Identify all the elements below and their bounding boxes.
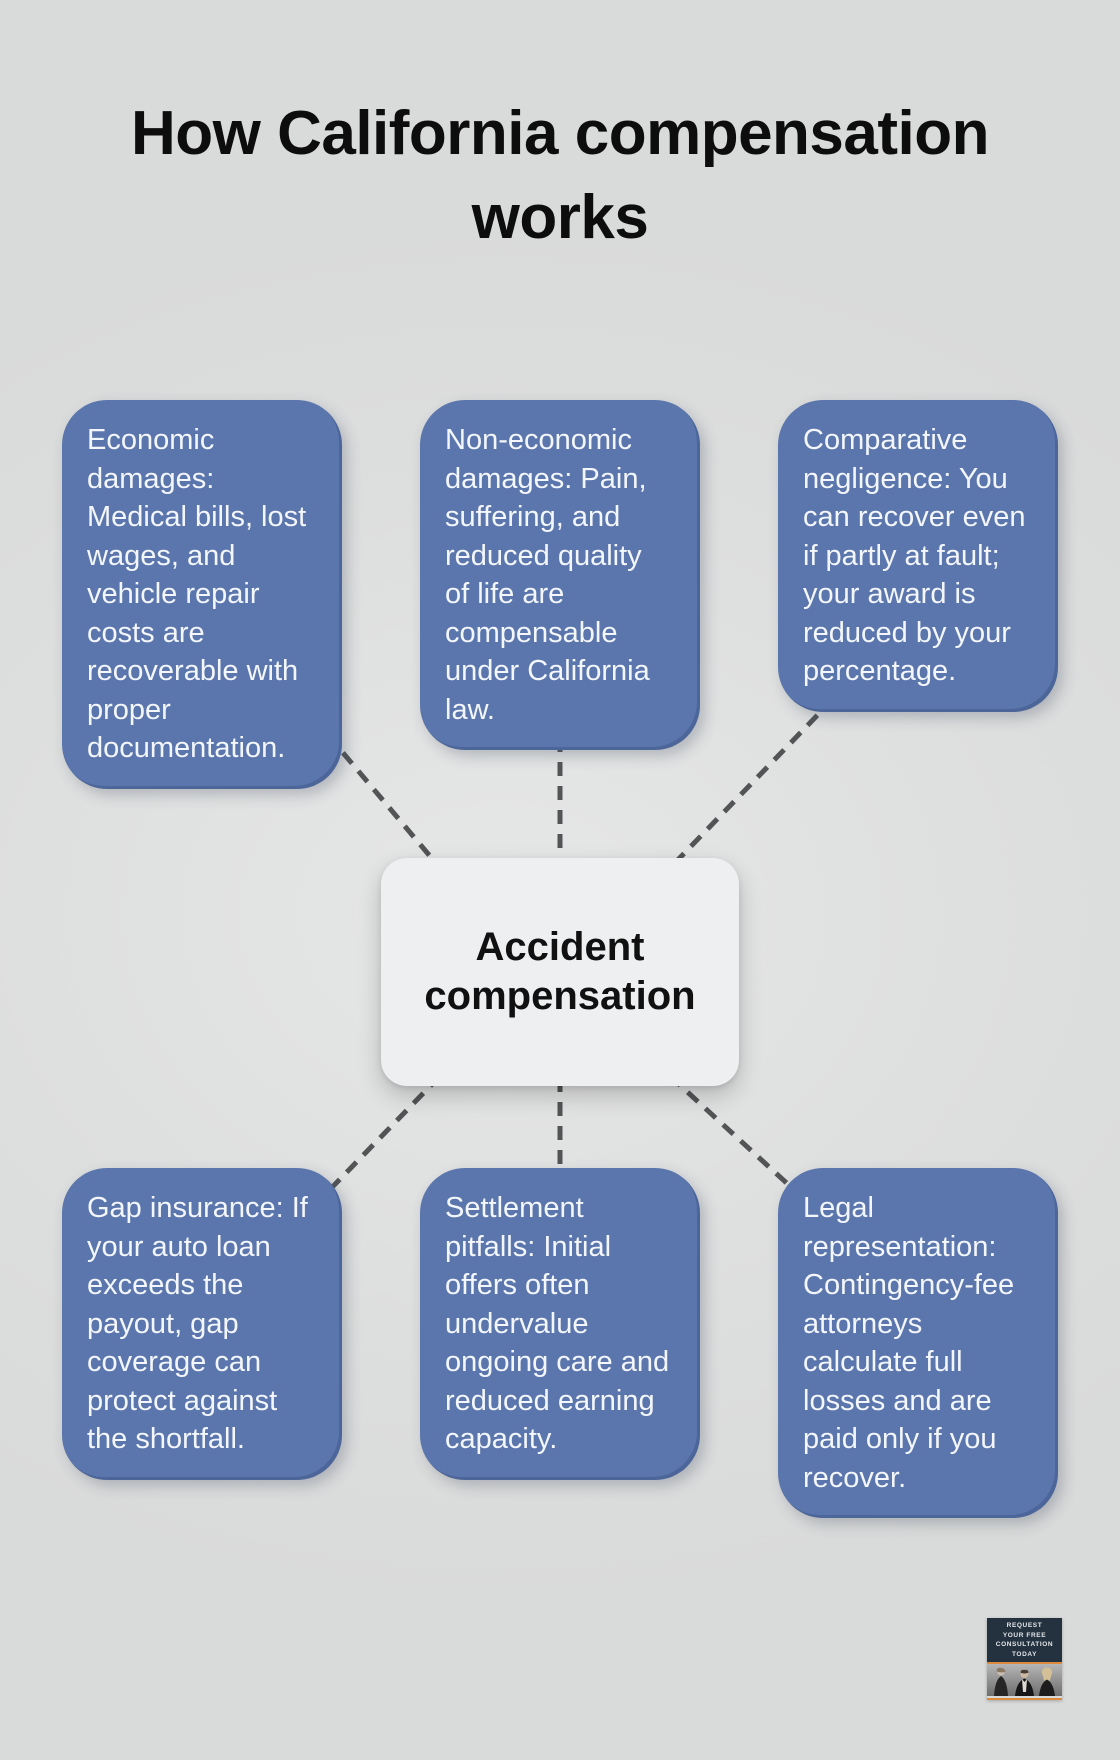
card-comparative-negligence-text: Comparative negligence: You can recover …: [803, 424, 1026, 687]
page-title: How California compensation works: [130, 99, 990, 252]
card-settlement-pitfalls-text: Settlement pitfalls: Initial offers ofte…: [445, 1192, 670, 1455]
consultation-badge: REQUEST YOUR FREE CONSULTATION TODAY: [987, 1618, 1062, 1700]
consultation-badge-text: REQUEST YOUR FREE CONSULTATION TODAY: [995, 1622, 1054, 1658]
consultation-badge-header: REQUEST YOUR FREE CONSULTATION TODAY: [987, 1618, 1062, 1662]
card-gap-insurance-text: Gap insurance: If your auto loan exceeds…: [87, 1192, 308, 1455]
center-node-accident-compensation: Accident compensation: [381, 858, 739, 1086]
attorneys-photo: [987, 1664, 1062, 1698]
connector-center-to-legal: [668, 1074, 818, 1212]
card-non-economic-damages: Non-economic damages: Pain, suffering, a…: [420, 400, 700, 750]
card-legal-representation-text: Legal representation: Contingency-fee at…: [803, 1192, 1015, 1494]
card-non-economic-damages-text: Non-economic damages: Pain, suffering, a…: [445, 424, 650, 726]
badge-divider-bottom: [987, 1698, 1062, 1700]
card-gap-insurance: Gap insurance: If your auto loan exceeds…: [62, 1168, 342, 1480]
connector-negligence-to-center: [668, 696, 836, 870]
center-node-label: Accident compensation: [424, 925, 696, 1018]
card-economic-damages: Economic damages: Medical bills, lost wa…: [62, 400, 342, 789]
card-comparative-negligence: Comparative negligence: You can recover …: [778, 400, 1058, 712]
card-settlement-pitfalls: Settlement pitfalls: Initial offers ofte…: [420, 1168, 700, 1480]
card-legal-representation: Legal representation: Contingency-fee at…: [778, 1168, 1058, 1518]
badge-divider-top: [987, 1662, 1062, 1664]
card-economic-damages-text: Economic damages: Medical bills, lost wa…: [87, 424, 307, 764]
